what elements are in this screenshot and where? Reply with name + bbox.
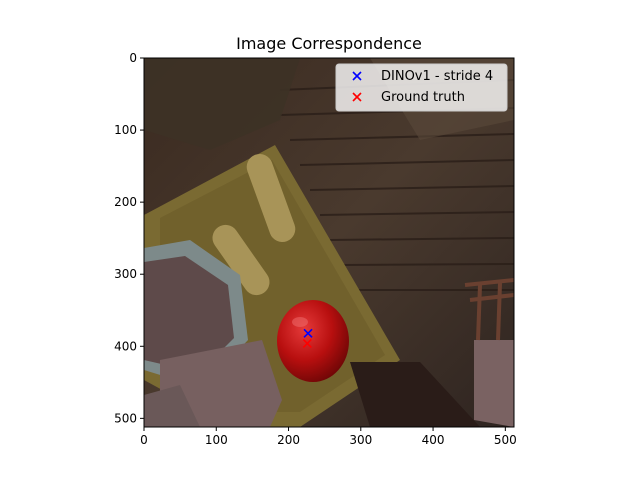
x-tick-label: 0 xyxy=(140,433,148,447)
y-axis-ticks: 0 100 200 300 400 500 xyxy=(114,51,144,425)
legend-label: Ground truth xyxy=(381,90,465,105)
y-tick-label: 400 xyxy=(114,339,137,353)
x-tick-label: 200 xyxy=(277,433,300,447)
legend: DINOv1 - stride 4 Ground truth xyxy=(335,63,508,112)
y-tick-label: 100 xyxy=(114,123,137,137)
y-tick-label: 200 xyxy=(114,195,137,209)
chart-title: Image Correspondence xyxy=(236,34,422,53)
plot-frame xyxy=(143,57,515,428)
x-tick-label: 300 xyxy=(349,433,372,447)
legend-label: DINOv1 - stride 4 xyxy=(381,69,493,84)
x-axis-ticks: 0 100 200 300 400 500 xyxy=(140,427,517,447)
markers-layer xyxy=(302,328,313,348)
data-point xyxy=(302,338,312,348)
y-tick-label: 500 xyxy=(114,411,137,425)
legend-entries: DINOv1 - stride 4 Ground truth xyxy=(352,69,493,105)
y-tick-label: 300 xyxy=(114,267,137,281)
x-tick-label: 100 xyxy=(205,433,228,447)
y-tick-label: 0 xyxy=(129,51,137,65)
legend-marker xyxy=(352,71,362,81)
data-point xyxy=(303,328,313,338)
x-tick-label: 400 xyxy=(422,433,445,447)
legend-marker xyxy=(352,92,362,102)
legend-box xyxy=(335,63,508,112)
x-tick-label: 500 xyxy=(494,433,517,447)
background-image xyxy=(144,58,514,427)
